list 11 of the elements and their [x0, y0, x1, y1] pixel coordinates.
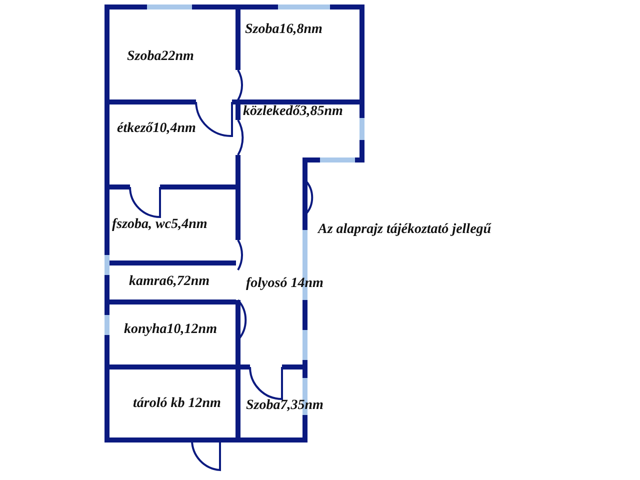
- room-label: fszoba, wc5,4nm: [112, 217, 208, 233]
- note-text: Az alaprajz tájékoztató jellegű: [318, 222, 492, 238]
- room-label: Szoba22nm: [127, 49, 194, 65]
- room-label: Szoba7,35nm: [246, 398, 324, 414]
- room-label: közlekedő3,85nm: [243, 104, 343, 120]
- room-label: étkező10,4nm: [117, 121, 196, 137]
- room-label: konyha10,12nm: [124, 322, 217, 338]
- room-label: kamra6,72nm: [129, 274, 210, 290]
- room-label: Szoba16,8nm: [245, 22, 322, 38]
- room-label: folyosó 14nm: [246, 276, 324, 292]
- room-label: tároló kb 12nm: [133, 396, 221, 412]
